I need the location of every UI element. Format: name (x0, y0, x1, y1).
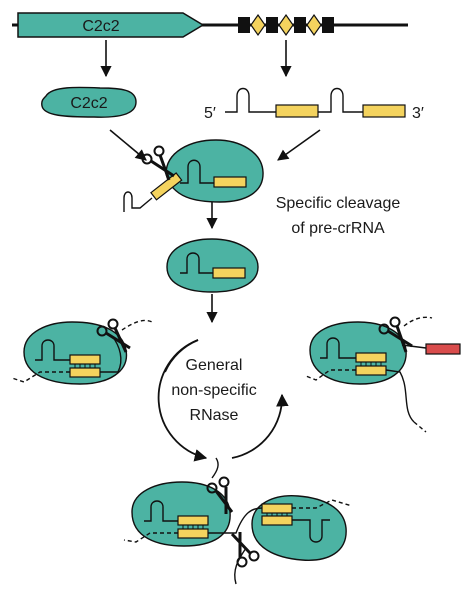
crrna-in-complex (320, 337, 356, 359)
arrow-icon (109, 129, 147, 161)
spacer-segment (212, 267, 246, 279)
target-rna-segment (355, 365, 387, 376)
target-bound-complex-left (11, 318, 153, 385)
three-prime-label: 3′ (412, 105, 424, 122)
repeat-block (294, 17, 306, 33)
cleaved-repeat-strand (123, 191, 153, 212)
repeat-diamond-icon (278, 13, 294, 37)
cycle-text-line3: RNase (190, 407, 239, 424)
crispr-locus: C2c2 (12, 12, 408, 38)
crrna-in-complex (144, 500, 178, 522)
protein-blob (41, 86, 137, 118)
c2c2-gene-label: C2c2 (82, 18, 119, 35)
target-rna-segment (69, 367, 101, 378)
scissors-icon (230, 532, 260, 568)
bottom-complex-pair (123, 457, 353, 585)
cleaved-rna-strand (121, 319, 153, 331)
cycle-text-line2: non-specific (171, 382, 256, 399)
crrna-in-complex (292, 519, 330, 543)
crrna-in-complex (180, 252, 213, 274)
cycle-text-line1: General (186, 357, 243, 374)
crispr-array (238, 13, 334, 37)
spacer-segment (213, 176, 247, 188)
connecting-rna-strand (234, 547, 247, 585)
connecting-rna-strand (208, 507, 263, 534)
cleavage-complex (123, 139, 264, 212)
collateral-rna-strand (401, 344, 427, 349)
spacer-segment (69, 354, 101, 365)
repeat-diamond-icon (306, 13, 322, 37)
crrna-in-complex (35, 339, 70, 361)
collateral-rna-target (425, 343, 461, 355)
rnase-cycle: General non-specific RNase (157, 339, 289, 462)
spacer-segment (177, 515, 209, 526)
target-bound-complex-right (305, 316, 461, 433)
protein-blob (165, 139, 264, 203)
duplex-rungs (182, 525, 204, 529)
repeat-block (266, 17, 278, 33)
spacer-segment (150, 172, 183, 201)
duplex-rungs (266, 513, 288, 516)
scissors-icon (378, 316, 413, 353)
duplex-rungs (74, 364, 96, 368)
spacer-segment (355, 352, 387, 363)
target-rna-segment (177, 528, 209, 539)
target-rna-strand (413, 421, 427, 433)
cleavage-text-line2: of pre-crRNA (291, 220, 385, 237)
cycle-arc-right (231, 393, 289, 459)
pre-crrna-strand (318, 87, 363, 113)
five-prime-label: 5′ (204, 105, 216, 122)
cleaved-rna-strand (403, 316, 433, 327)
pre-crrna: 5′ 3′ (204, 87, 424, 122)
scissors-icon (206, 476, 234, 514)
spacer-segment (261, 515, 293, 526)
scissors-icon (141, 145, 175, 181)
spacer-segment (362, 104, 406, 118)
repeat-diamond-icon (250, 13, 266, 37)
target-rna-strand (11, 371, 70, 383)
target-rna-strand (385, 369, 415, 423)
crrna-in-complex (180, 159, 214, 184)
c2c2-gene-arrow (17, 12, 205, 38)
target-rna-segment (261, 503, 293, 514)
scissors-icon (96, 318, 131, 353)
cleavage-text-line1: Specific cleavage (276, 195, 401, 212)
c2c2-protein: C2c2 (41, 86, 137, 118)
cycle-arc-top-left (164, 339, 199, 373)
repeat-block (238, 17, 250, 33)
target-rna-strand (123, 532, 178, 543)
arrow-icon (277, 129, 321, 161)
spacer-segment (275, 104, 319, 118)
duplex-rungs (360, 362, 382, 366)
protein-blob (166, 238, 259, 293)
repeat-block (322, 17, 334, 33)
mature-c2c2-crrna-complex (166, 238, 259, 293)
pre-crrna-strand (225, 87, 276, 113)
connecting-rna-strand (211, 457, 219, 479)
c2c2-protein-label: C2c2 (70, 95, 107, 112)
target-rna-strand (292, 499, 353, 509)
